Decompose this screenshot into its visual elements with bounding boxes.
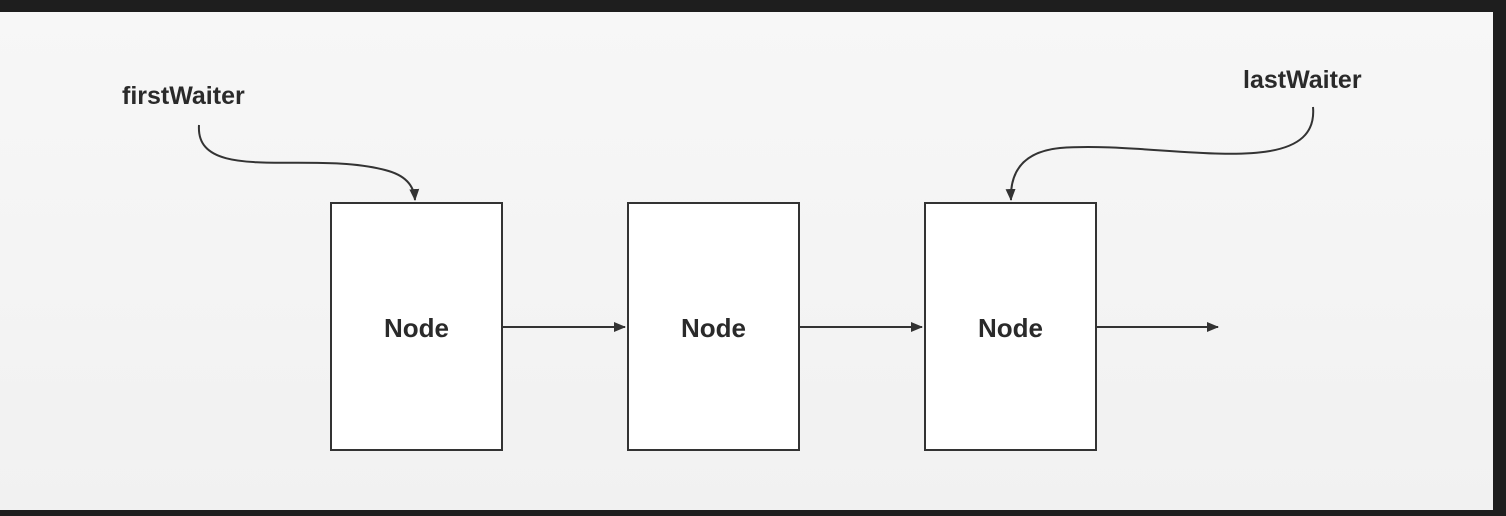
node-2-box (627, 202, 800, 451)
last-waiter-label: lastWaiter (1243, 66, 1362, 94)
node-3-box (924, 202, 1097, 451)
node-3: Node (924, 202, 1097, 451)
node-3-label: Node (978, 313, 1043, 343)
node-2: Node (627, 202, 800, 451)
node-2-label: Node (681, 313, 746, 343)
node-1-label: Node (384, 313, 449, 343)
node-1: Node (330, 202, 503, 451)
node-1-box (330, 202, 503, 451)
first-waiter-label: firstWaiter (122, 82, 245, 110)
last-waiter-arrow (1005, 106, 1315, 201)
first-waiter-arrow (197, 124, 420, 201)
